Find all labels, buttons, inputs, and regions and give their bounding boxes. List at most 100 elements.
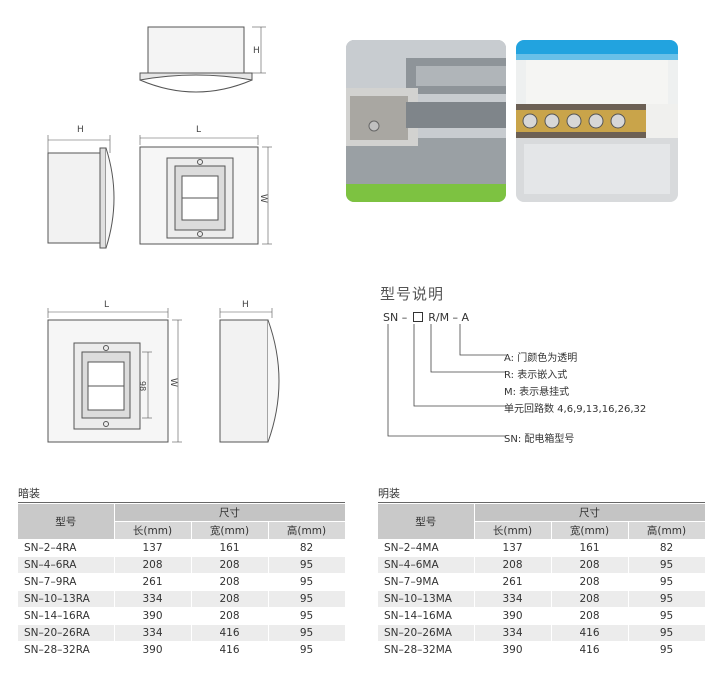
cell-length: 334 xyxy=(474,590,552,608)
table-row: SN–7–9MA 261 208 95 xyxy=(378,573,706,591)
header-model: 型号 xyxy=(378,504,475,540)
cell-length: 261 xyxy=(474,573,552,591)
table-row: SN–7–9RA 261 208 95 xyxy=(18,573,346,591)
cell-height: 95 xyxy=(268,556,346,574)
table-row: SN–2–4MA 137 161 82 xyxy=(378,539,706,557)
table-top-line xyxy=(18,502,345,503)
cell-height: 95 xyxy=(268,624,346,642)
cell-model: SN–10–13RA xyxy=(18,590,115,608)
table-row: SN–14–16MA 390 208 95 xyxy=(378,607,706,625)
cell-model: SN–7–9MA xyxy=(378,573,475,591)
cell-height: 95 xyxy=(628,556,706,574)
table-row: SN–2–4RA 137 161 82 xyxy=(18,539,346,557)
product-photo-terminals xyxy=(516,40,678,202)
legend-line-m: M: 表示悬挂式 xyxy=(504,387,570,398)
model-code-prefix: SN – xyxy=(383,311,408,324)
cell-width: 208 xyxy=(551,607,629,625)
cell-length: 390 xyxy=(474,607,552,625)
table-row: SN–20–26RA 334 416 95 xyxy=(18,624,346,642)
header-height: 高(mm) xyxy=(628,521,706,540)
legend-line-circuits: 单元回路数 4,6,9,13,16,26,32 xyxy=(504,404,647,415)
cell-length: 390 xyxy=(474,641,552,659)
cell-model: SN–4–6RA xyxy=(18,556,115,574)
table-row: SN–20–26MA 334 416 95 xyxy=(378,624,706,642)
cell-height: 82 xyxy=(628,539,706,557)
table-top-line xyxy=(378,502,705,503)
side-view-drawing xyxy=(47,135,115,249)
section-label-surface: 明装 xyxy=(378,487,400,500)
table-row: SN–28–32MA 390 416 95 xyxy=(378,641,706,659)
cell-width: 416 xyxy=(551,641,629,659)
header-size: 尺寸 xyxy=(474,504,706,522)
spec-table-recessed: 型号 尺寸 长(mm) 宽(mm) 高(mm) SN–2–4RA 137 161… xyxy=(18,504,346,659)
cell-width: 161 xyxy=(191,539,269,557)
cell-length: 334 xyxy=(114,624,192,642)
section-label-recessed: 暗装 xyxy=(18,487,40,500)
cell-width: 208 xyxy=(191,590,269,608)
table-row: SN–4–6RA 208 208 95 xyxy=(18,556,346,574)
technical-drawings: H H L W L W 98 H xyxy=(47,26,280,443)
cell-width: 208 xyxy=(191,607,269,625)
header-size: 尺寸 xyxy=(114,504,346,522)
cell-height: 95 xyxy=(628,641,706,659)
cell-model: SN–2–4RA xyxy=(18,539,115,557)
top-view-drawing xyxy=(139,26,266,93)
cell-height: 95 xyxy=(628,624,706,642)
cell-model: SN–20–26MA xyxy=(378,624,475,642)
cell-height: 95 xyxy=(268,607,346,625)
header-length: 长(mm) xyxy=(114,521,192,540)
header-length: 长(mm) xyxy=(474,521,552,540)
cell-model: SN–2–4MA xyxy=(378,539,475,557)
model-legend-connectors xyxy=(387,324,506,437)
placeholder-box-icon xyxy=(412,312,423,322)
table-row: SN–10–13RA 334 208 95 xyxy=(18,590,346,608)
front-view-drawing-2 xyxy=(47,308,182,443)
cell-width: 208 xyxy=(191,556,269,574)
cell-width: 208 xyxy=(551,573,629,591)
table-row: SN–28–32RA 390 416 95 xyxy=(18,641,346,659)
header-height: 高(mm) xyxy=(268,521,346,540)
table-row: SN–14–16RA 390 208 95 xyxy=(18,607,346,625)
cell-width: 416 xyxy=(551,624,629,642)
cell-width: 208 xyxy=(551,556,629,574)
front-view-drawing xyxy=(139,135,272,245)
cell-length: 261 xyxy=(114,573,192,591)
cell-length: 390 xyxy=(114,607,192,625)
table-row: SN–10–13MA 334 208 95 xyxy=(378,590,706,608)
cell-width: 161 xyxy=(551,539,629,557)
cell-model: SN–4–6MA xyxy=(378,556,475,574)
cell-height: 82 xyxy=(268,539,346,557)
product-photo-rail xyxy=(346,40,506,202)
cell-model: SN–14–16RA xyxy=(18,607,115,625)
cell-length: 390 xyxy=(114,641,192,659)
cell-model: SN–7–9RA xyxy=(18,573,115,591)
cell-length: 208 xyxy=(474,556,552,574)
spec-table-surface: 型号 尺寸 长(mm) 宽(mm) 高(mm) SN–2–4MA 137 161… xyxy=(378,504,706,659)
header-width: 宽(mm) xyxy=(191,521,269,540)
cell-height: 95 xyxy=(268,641,346,659)
legend-line-r: R: 表示嵌入式 xyxy=(504,370,568,381)
width-label-front: W xyxy=(258,194,268,203)
length-label-front: L xyxy=(196,125,201,135)
cell-model: SN–28–32MA xyxy=(378,641,475,659)
legend-line-a: A: 门颜色为透明 xyxy=(504,353,578,364)
cell-height: 95 xyxy=(268,590,346,608)
cell-model: SN–20–26RA xyxy=(18,624,115,642)
cell-height: 95 xyxy=(628,573,706,591)
cell-height: 95 xyxy=(628,607,706,625)
cell-length: 208 xyxy=(114,556,192,574)
cell-model: SN–14–16MA xyxy=(378,607,475,625)
model-explanation-title: 型号说明 xyxy=(380,285,445,303)
cell-model: SN–28–32RA xyxy=(18,641,115,659)
header-model: 型号 xyxy=(18,504,115,540)
model-code: SN – R/M – A xyxy=(383,311,469,324)
height-label-side-2: H xyxy=(242,300,249,310)
cell-length: 137 xyxy=(114,539,192,557)
cell-width: 208 xyxy=(551,590,629,608)
length-label-front-2: L xyxy=(104,300,109,310)
table-row: SN–4–6MA 208 208 95 xyxy=(378,556,706,574)
header-width: 宽(mm) xyxy=(551,521,629,540)
cell-width: 416 xyxy=(191,624,269,642)
cell-length: 334 xyxy=(114,590,192,608)
height-label-top: H xyxy=(253,46,260,56)
